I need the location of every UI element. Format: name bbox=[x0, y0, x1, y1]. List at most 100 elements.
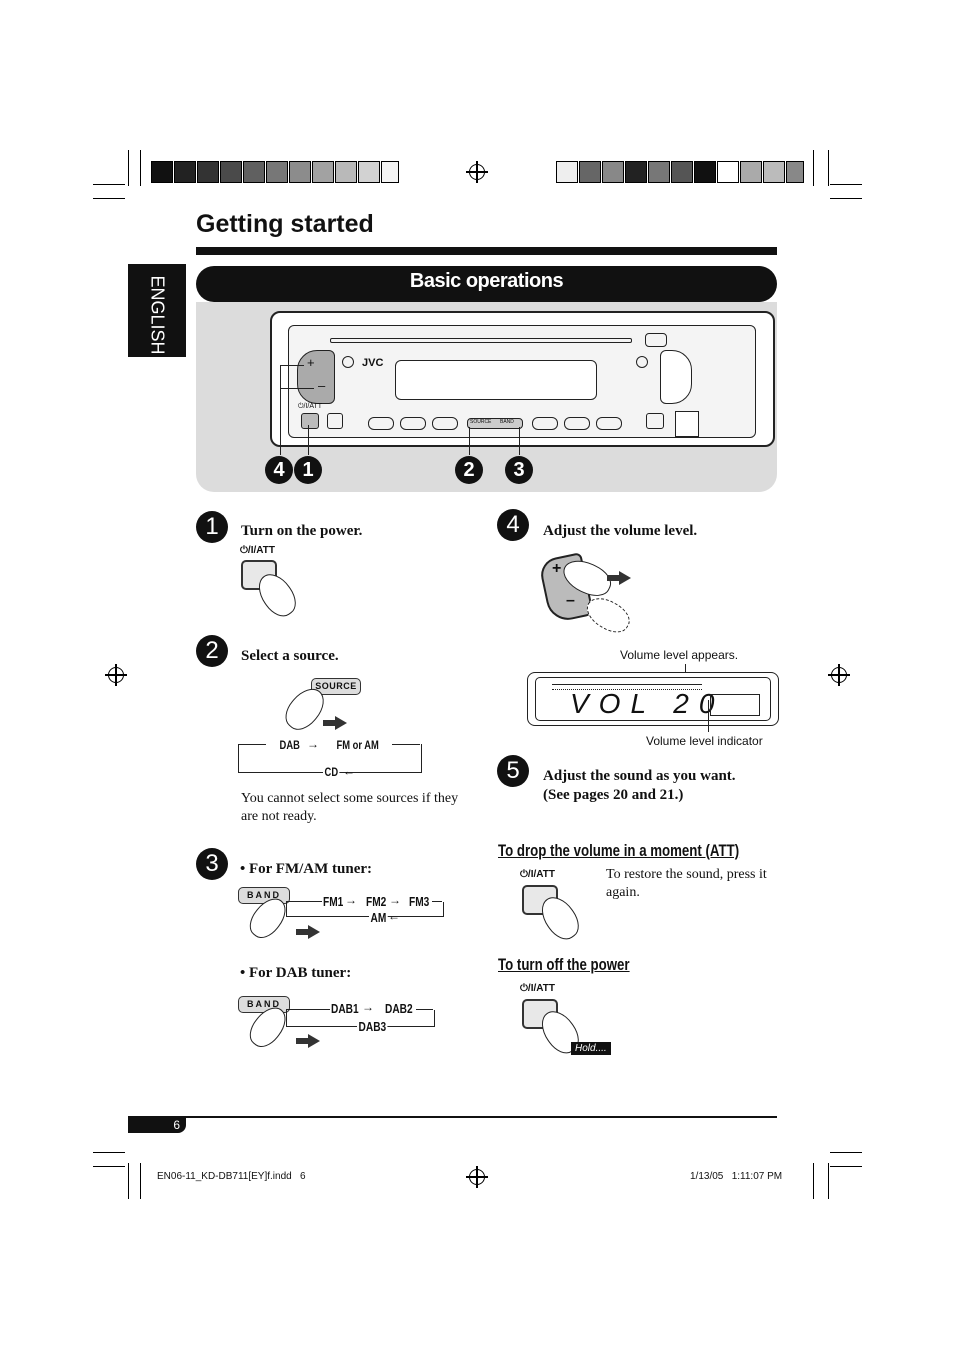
att-button-label: ⏻/I/ATT bbox=[520, 869, 555, 880]
crop-mark bbox=[128, 1163, 129, 1199]
flow-arrow-icon: ← bbox=[388, 909, 400, 923]
lcd-display bbox=[527, 672, 779, 726]
flow-arrow-icon: → bbox=[307, 737, 319, 751]
flow-arrow-icon: ← bbox=[343, 764, 355, 778]
arrow-right-icon bbox=[296, 925, 320, 939]
crop-mark bbox=[140, 150, 141, 186]
crop-mark bbox=[813, 1163, 814, 1199]
cd-slot bbox=[330, 338, 632, 343]
registration-mark-icon bbox=[466, 1166, 488, 1188]
step-1-text: Turn on the power. bbox=[241, 523, 363, 539]
flow-arrow-icon: → bbox=[345, 893, 357, 907]
registration-mark-icon bbox=[828, 664, 850, 686]
display-window bbox=[395, 360, 597, 400]
preset-button[interactable] bbox=[564, 417, 590, 430]
volume-rocker[interactable] bbox=[297, 350, 335, 404]
step-number: 3 bbox=[196, 848, 228, 880]
lcd-readout: VOL 20 bbox=[570, 688, 725, 719]
preset-button[interactable] bbox=[432, 417, 458, 430]
brand-logo: JVC bbox=[362, 357, 384, 369]
unit-band-label: BAND bbox=[500, 419, 514, 425]
source-band-button[interactable] bbox=[467, 418, 523, 429]
source-flow-tick bbox=[392, 744, 420, 745]
crop-mark bbox=[830, 184, 862, 185]
step-5-text-2: (See pages 20 and 21.) bbox=[543, 787, 684, 803]
step-3-fm-title: • For FM/AM tuner: bbox=[240, 861, 373, 877]
att-heading: To drop the volume in a moment (ATT) bbox=[498, 841, 740, 860]
source-button-illustration: SOURCE bbox=[311, 678, 361, 695]
flow-item: AM bbox=[369, 910, 388, 925]
preset-button[interactable] bbox=[596, 417, 622, 430]
callout-line bbox=[519, 427, 520, 455]
lcd-level-bar bbox=[552, 684, 702, 690]
section-title: Basic operations bbox=[409, 270, 564, 292]
disp-small-icon bbox=[636, 356, 648, 368]
volume-plus-icon: + bbox=[552, 560, 562, 577]
power-small-icon bbox=[342, 356, 354, 368]
flow-arrow-icon: → bbox=[389, 893, 401, 907]
flow-item: FM or AM bbox=[335, 738, 381, 752]
preset-button[interactable] bbox=[532, 417, 558, 430]
footer-rule bbox=[128, 1116, 777, 1118]
callout-line bbox=[280, 365, 281, 455]
step-2-text: Select a source. bbox=[241, 648, 339, 664]
footer-file: EN06-11_KD-DB711[EY]f.indd 6 bbox=[157, 1171, 306, 1182]
release-button[interactable] bbox=[675, 411, 699, 437]
step-number: 2 bbox=[196, 635, 228, 667]
lcd-inner bbox=[535, 677, 771, 721]
dab-flow-tick bbox=[416, 1009, 433, 1010]
step-5-text: Adjust the sound as you want. bbox=[543, 768, 736, 784]
volume-minus-icon: – bbox=[318, 378, 326, 393]
crop-mark bbox=[830, 1152, 862, 1153]
volume-appears-label: Volume level appears. bbox=[620, 648, 739, 662]
fm-flow-tick bbox=[432, 901, 442, 902]
crop-mark bbox=[128, 150, 129, 186]
unit-power-label: ⏻/I/ATT bbox=[298, 403, 323, 410]
callout-number: 1 bbox=[294, 456, 322, 484]
arrow-right-icon bbox=[323, 716, 347, 730]
title-rule bbox=[196, 247, 777, 255]
eject-button[interactable] bbox=[645, 333, 667, 347]
flow-item: DAB2 bbox=[385, 1001, 413, 1016]
registration-mark-icon bbox=[105, 664, 127, 686]
volume-indicator-label: Volume level indicator bbox=[646, 734, 763, 748]
hold-badge: Hold.... bbox=[571, 1042, 611, 1055]
step-number: 1 bbox=[196, 511, 228, 543]
volume-minus-icon: – bbox=[566, 592, 575, 609]
callout-number: 2 bbox=[455, 456, 483, 484]
preset-button[interactable] bbox=[368, 417, 394, 430]
step-3-dab-title: • For DAB tuner: bbox=[240, 965, 352, 981]
flow-item: CD bbox=[323, 765, 340, 779]
det-button[interactable] bbox=[327, 413, 343, 429]
right-knob[interactable] bbox=[660, 350, 692, 404]
step-number: 5 bbox=[497, 755, 529, 787]
callout-line bbox=[469, 427, 470, 455]
callout-line bbox=[308, 425, 309, 455]
crop-mark bbox=[830, 198, 862, 199]
flow-item: FM1 bbox=[323, 894, 344, 909]
page-number-tab bbox=[128, 1118, 186, 1133]
crop-mark bbox=[828, 150, 829, 186]
fm-flow-tick bbox=[286, 901, 322, 902]
crop-mark bbox=[93, 184, 125, 185]
crop-mark bbox=[813, 150, 814, 186]
fm-flow-loop bbox=[286, 902, 444, 917]
unit-source-label: SOURCE bbox=[470, 419, 492, 425]
arrow-right-icon bbox=[296, 1034, 320, 1048]
att-note: To restore the sound, press it again. bbox=[606, 867, 767, 900]
volume-indicator-box bbox=[710, 694, 760, 716]
label-leader bbox=[708, 700, 709, 732]
section-header bbox=[196, 266, 777, 302]
flow-item: DAB1 bbox=[331, 1001, 359, 1016]
step-number: 4 bbox=[497, 509, 529, 541]
registration-mark-icon bbox=[466, 161, 488, 183]
sel-button[interactable] bbox=[646, 413, 664, 429]
page-number: 6 bbox=[173, 1118, 180, 1132]
power-off-heading: To turn off the power bbox=[498, 955, 630, 974]
preset-button[interactable] bbox=[400, 417, 426, 430]
power-button[interactable] bbox=[301, 413, 319, 429]
step-1-button-label: ⏻/I/ATT bbox=[240, 545, 275, 556]
crop-mark bbox=[140, 1163, 141, 1199]
source-flow-tick bbox=[238, 744, 266, 745]
crop-mark bbox=[830, 1166, 862, 1167]
